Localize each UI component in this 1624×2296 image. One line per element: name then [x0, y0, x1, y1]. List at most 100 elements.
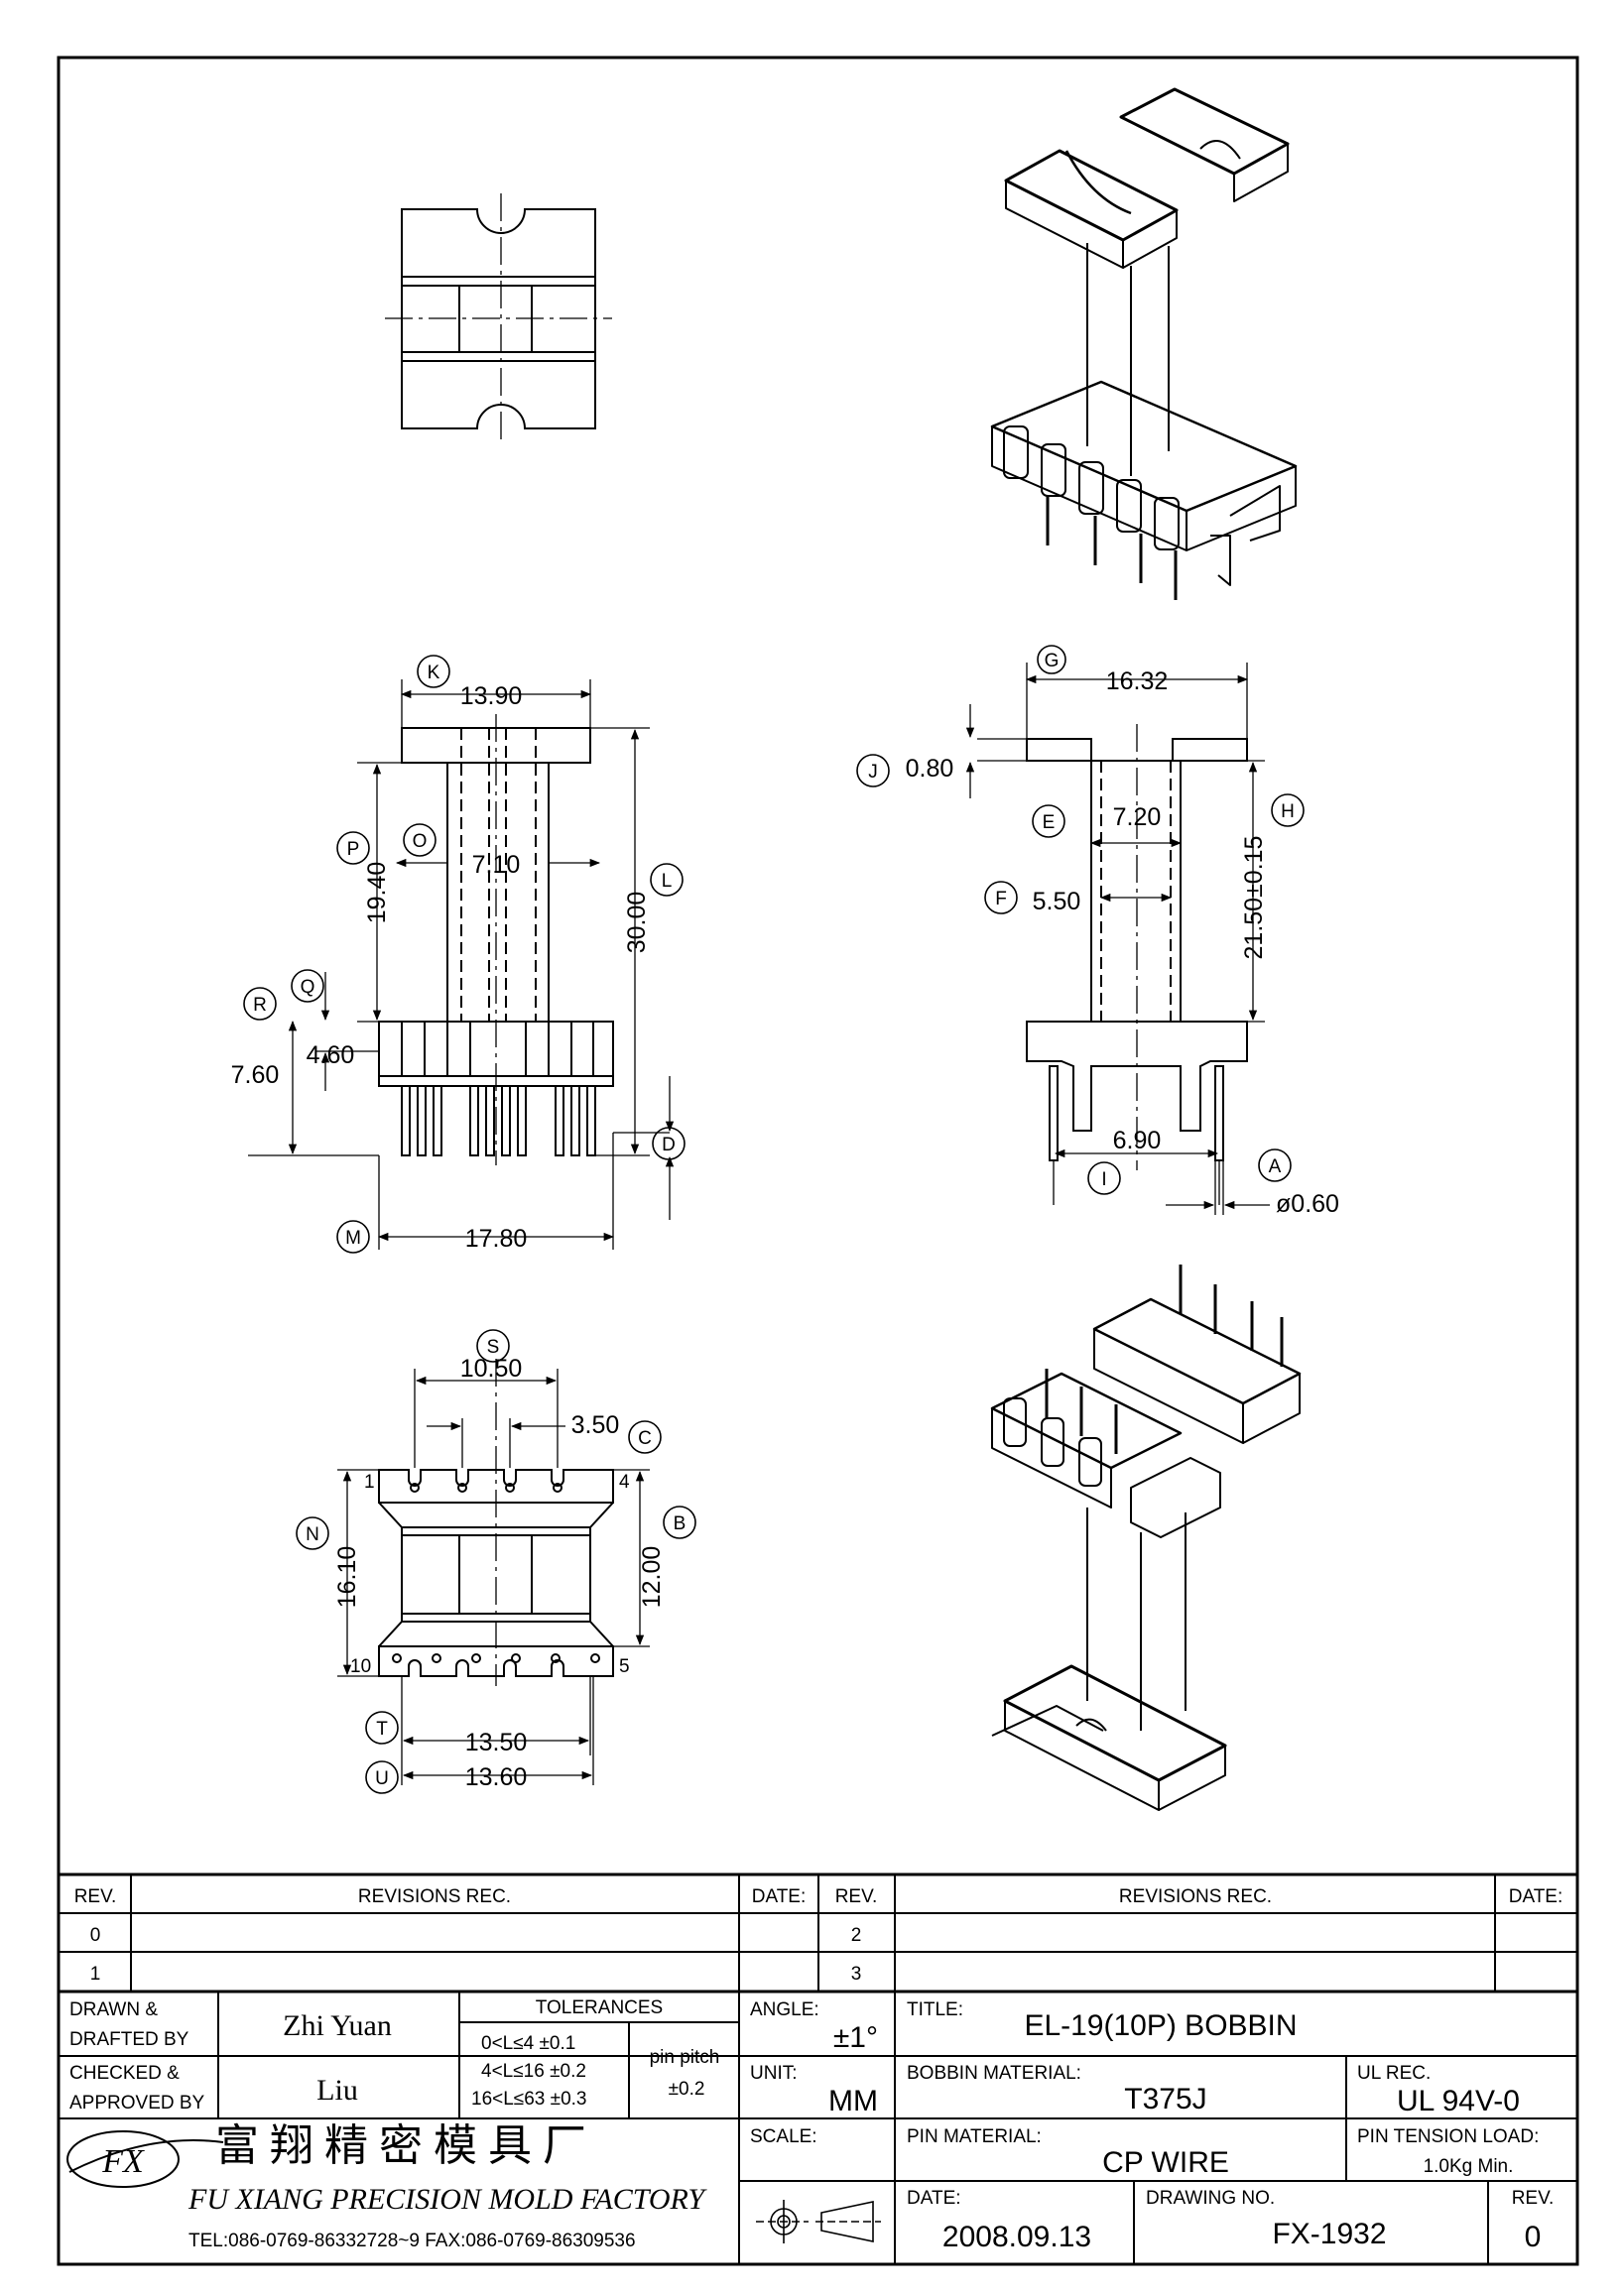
dim-bottom-width-b: 13.60 — [465, 1763, 528, 1791]
dim-bottom-body-height: 12.00 — [638, 1546, 666, 1609]
drawing-no-label: DRAWING NO. — [1146, 2188, 1275, 2209]
pin-material-label: PIN MATERIAL: — [907, 2126, 1042, 2147]
callout-K: K — [428, 663, 440, 683]
dim-side-pin-diameter: ø0.60 — [1276, 1190, 1339, 1218]
rev-row-2: 2 — [851, 1925, 862, 1946]
company-block: FX 富 翔 精 密 模 具 厂 FU XIANG PRECISION MOLD… — [66, 2121, 707, 2251]
front-view-callout-letters: K O P L Q R D M — [253, 663, 676, 1249]
pin-number-10: 10 — [350, 1656, 371, 1677]
revisions-header-right: REVISIONS REC. — [1119, 1886, 1272, 1907]
dim-side-winding-height: 21.50±0.15 — [1240, 836, 1268, 960]
pin-number-1: 1 — [364, 1472, 375, 1493]
drawn-by-value: Zhi Yuan — [283, 2009, 392, 2042]
dim-side-flange-thickness: 0.80 — [906, 755, 954, 783]
dim-bottom-pitch: 3.50 — [571, 1411, 620, 1439]
bottom-view-callouts — [296, 1329, 696, 1794]
top-view — [385, 193, 612, 444]
callout-F: F — [995, 889, 1007, 909]
date-header-left: DATE: — [752, 1886, 807, 1907]
rev-value: 0 — [1525, 2221, 1542, 2253]
callout-D: D — [662, 1135, 676, 1155]
dim-side-core-outer: 7.20 — [1113, 803, 1162, 831]
scale-label: SCALE: — [750, 2126, 817, 2147]
company-name-en: FU XIANG PRECISION MOLD FACTORY — [187, 2183, 707, 2216]
scale-symbol — [756, 2200, 881, 2243]
tolerances-header: TOLERANCES — [536, 1997, 663, 2018]
approved-label: APPROVED BY — [69, 2093, 205, 2114]
bottom-view-labels: 10.50 3.50 16.10 12.00 13.50 13.60 1 4 5… — [333, 1355, 666, 1791]
callout-S: S — [487, 1337, 500, 1358]
unit-label: UNIT: — [750, 2063, 798, 2084]
company-logo — [66, 2130, 180, 2188]
drawing-no-value: FX-1932 — [1272, 2218, 1386, 2250]
front-view-callouts — [243, 655, 686, 1254]
callout-C: C — [638, 1428, 652, 1449]
rev-row-0: 0 — [90, 1925, 101, 1946]
callout-R: R — [253, 995, 267, 1016]
pin-number-5: 5 — [619, 1656, 630, 1677]
callout-O: O — [413, 831, 428, 852]
iso-view-bottom — [990, 1265, 1302, 1811]
callout-J: J — [868, 762, 878, 783]
callout-T: T — [376, 1719, 388, 1740]
dim-side-top-width: 16.32 — [1106, 667, 1169, 695]
date-value: 2008.09.13 — [942, 2221, 1091, 2253]
unit-value: MM — [828, 2085, 878, 2117]
dim-front-base-inner: 4.60 — [307, 1041, 355, 1069]
callout-G: G — [1045, 651, 1060, 671]
dim-front-core-width: 7.10 — [472, 851, 521, 879]
date-header-right: DATE: — [1509, 1886, 1563, 1907]
side-view-labels: 16.32 0.80 7.20 5.50 21.50±0.15 6.90 ø0.… — [906, 667, 1339, 1218]
bottom-view — [337, 1359, 650, 1785]
title-label: TITLE: — [907, 1999, 963, 2020]
front-view — [248, 679, 675, 1250]
pin-tension-label: PIN TENSION LOAD: — [1357, 2126, 1539, 2147]
checked-label: CHECKED & — [69, 2063, 180, 2084]
dim-side-pin-spacing: 6.90 — [1113, 1127, 1162, 1154]
ul-label: UL REC. — [1357, 2063, 1431, 2084]
pin-pitch-value: ±0.2 — [669, 2079, 705, 2100]
company-logo-text: FX — [101, 2143, 145, 2180]
rev-header-left: REV. — [74, 1886, 117, 1907]
dim-front-top-width: 13.90 — [460, 682, 523, 710]
dim-side-core-inner: 5.50 — [1033, 888, 1081, 915]
callout-P: P — [347, 839, 360, 860]
ul-value: UL 94V-0 — [1397, 2085, 1520, 2117]
callout-E: E — [1043, 812, 1056, 833]
callout-L: L — [662, 871, 673, 892]
side-view — [965, 663, 1270, 1215]
dim-bottom-total-height: 16.10 — [333, 1546, 361, 1609]
pin-pitch-label: pin pitch — [650, 2047, 720, 2068]
angle-label: ANGLE: — [750, 1999, 819, 2020]
tolerance-line-2: 4<L≤16 ±0.2 — [481, 2061, 586, 2082]
callout-B: B — [674, 1513, 687, 1534]
bobbin-material-value: T375J — [1124, 2083, 1206, 2115]
rev-header-right: REV. — [835, 1886, 878, 1907]
tolerance-line-3: 16<L≤63 ±0.3 — [471, 2089, 586, 2110]
bottom-view-callout-letters: S C N B T U — [306, 1337, 686, 1789]
callout-H: H — [1281, 801, 1295, 822]
dim-front-height-total: 30.00 — [623, 892, 651, 954]
callout-A: A — [1269, 1156, 1282, 1177]
callout-Q: Q — [301, 977, 315, 998]
callout-M: M — [345, 1228, 361, 1249]
front-view-labels: 13.90 7.10 30.00 19.40 7.60 4.60 17.80 — [231, 682, 651, 1253]
callout-N: N — [306, 1524, 319, 1545]
dim-front-height-core: 19.40 — [363, 862, 391, 924]
tolerance-line-1: 0<L≤4 ±0.1 — [481, 2033, 575, 2054]
sheet-border — [57, 56, 1579, 2266]
rev-row-1: 1 — [90, 1964, 101, 1985]
date-label: DATE: — [907, 2188, 961, 2209]
pin-tension-value: 1.0Kg Min. — [1424, 2156, 1514, 2177]
bobbin-material-label: BOBBIN MATERIAL: — [907, 2063, 1081, 2084]
drawn-label: DRAWN & — [69, 1999, 158, 2020]
title-value: EL-19(10P) BOBBIN — [1024, 2009, 1297, 2042]
callout-U: U — [375, 1768, 389, 1789]
drafted-label: DRAFTED BY — [69, 2029, 189, 2050]
pin-number-4: 4 — [619, 1472, 630, 1493]
side-view-callouts — [856, 645, 1305, 1195]
revisions-header-left: REVISIONS REC. — [358, 1886, 511, 1907]
title-block-text: REV. REVISIONS REC. DATE: REV. REVISIONS… — [69, 1886, 1562, 2253]
checked-by-value: Liu — [316, 2074, 358, 2107]
